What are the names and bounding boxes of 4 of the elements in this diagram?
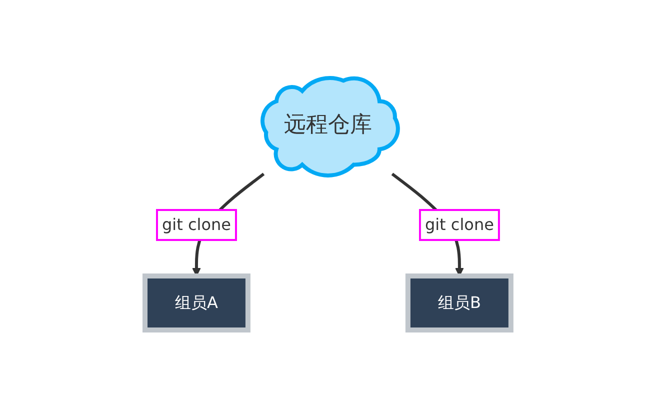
node-box: 组员B bbox=[405, 272, 514, 332]
edge-label: git clone bbox=[424, 214, 494, 234]
edge-label: git clone bbox=[162, 214, 231, 234]
node-box: 组员A bbox=[142, 272, 250, 332]
